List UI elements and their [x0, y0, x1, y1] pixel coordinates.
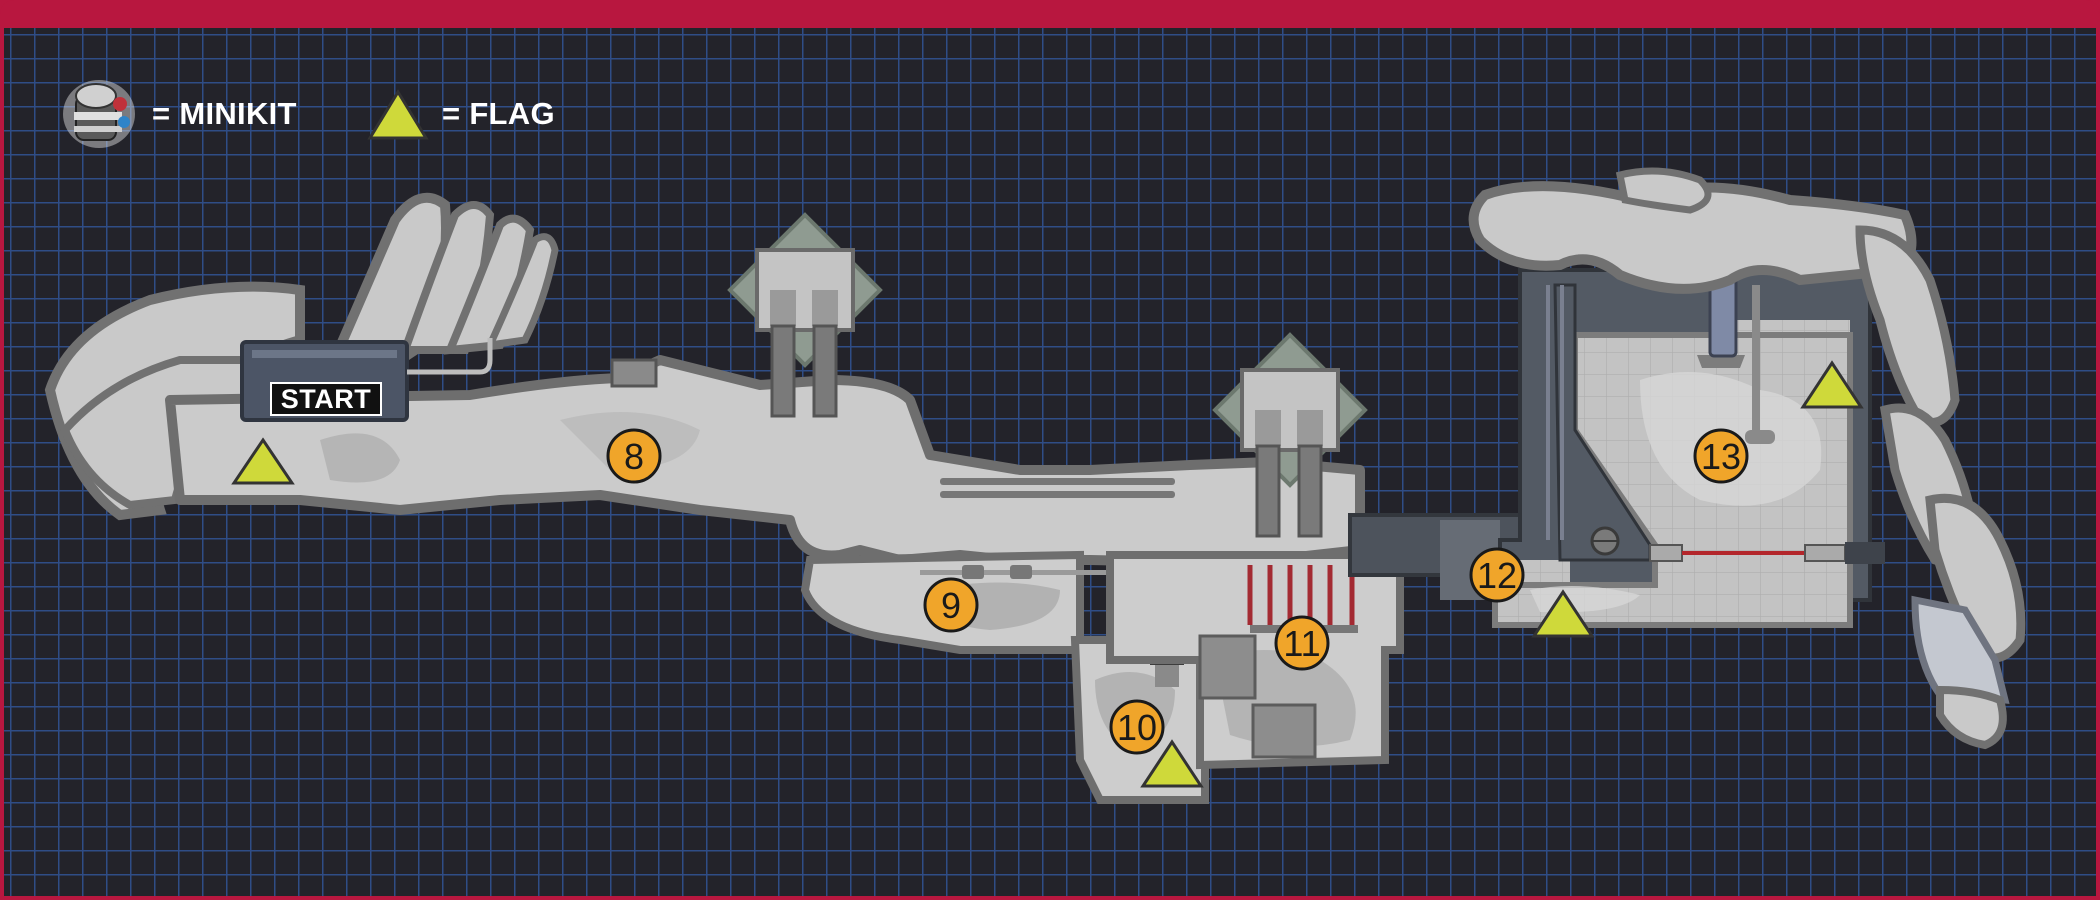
flag-room-12 — [1531, 589, 1595, 638]
minikit-marker-10: 10 — [1109, 699, 1165, 755]
minikit-number: 8 — [624, 436, 644, 477]
minikit-marker-9: 9 — [923, 577, 979, 633]
flag-triangle-icon — [367, 89, 429, 140]
legend-minikit: = MINIKIT — [58, 74, 297, 154]
walker-left — [727, 212, 883, 418]
minikit-canister-icon — [63, 80, 135, 148]
right-rock-formation — [1468, 167, 2026, 750]
minikit-marker-8: 8 — [606, 428, 662, 484]
minikit-marker-13: 13 — [1693, 428, 1749, 484]
right-base — [1348, 268, 1885, 628]
minikit-number: 12 — [1477, 555, 1517, 596]
lower-center-rooms — [800, 550, 1404, 804]
minikit-number: 13 — [1701, 436, 1741, 477]
start-label: START — [270, 382, 382, 416]
flag-room-10 — [1140, 739, 1204, 788]
legend-minikit-label: = MINIKIT — [152, 96, 297, 131]
minikit-number: 10 — [1117, 707, 1157, 748]
minikit-number: 9 — [941, 585, 961, 626]
legend-flag: = FLAG — [366, 74, 555, 154]
flag-room-13 — [1800, 360, 1864, 409]
minikit-marker-11: 11 — [1274, 615, 1330, 671]
flag-start — [231, 437, 295, 485]
minikit-marker-12: 12 — [1469, 547, 1525, 603]
main-corridor — [165, 355, 1365, 567]
legend-flag-label: = FLAG — [442, 96, 555, 131]
minikit-number: 11 — [1283, 623, 1320, 664]
walker-right — [1212, 332, 1368, 538]
